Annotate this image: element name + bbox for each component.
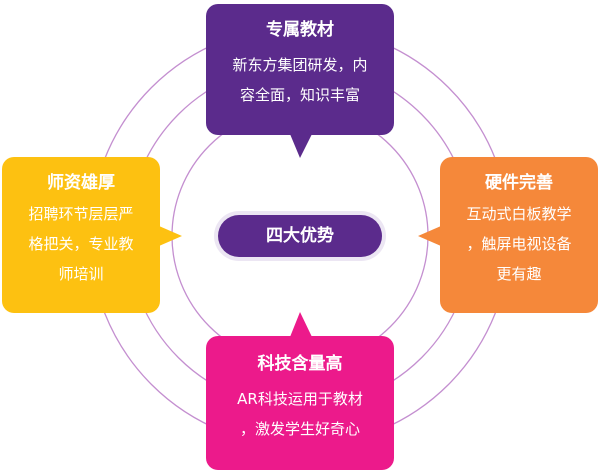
bottom-card-pointer	[290, 312, 312, 337]
left-card-pointer	[159, 226, 182, 246]
desc-line: 招聘环节层层严	[28, 205, 134, 223]
center-label: 四大优势	[218, 215, 382, 257]
card-complete-hardware: 硬件完善 互动式白板教学 ，触屏电视设备 更有趣	[440, 157, 598, 313]
card-strong-faculty: 师资雄厚 招聘环节层层严 格把关，专业教 师培训	[2, 157, 160, 313]
card-description: 互动式白板教学 ，触屏电视设备 更有趣	[440, 199, 598, 289]
card-title: 师资雄厚	[47, 173, 115, 193]
desc-line: 互动式白板教学	[466, 205, 572, 223]
desc-line: 格把关，专业教	[28, 235, 134, 253]
desc-line: 新东方集团研发，内	[232, 56, 368, 74]
card-title: 硬件完善	[485, 173, 553, 193]
top-card-pointer	[290, 134, 312, 158]
card-title: 科技含量高	[257, 354, 343, 374]
desc-line: ，触屏电视设备	[466, 235, 572, 253]
desc-line: 更有趣	[496, 265, 542, 283]
card-description: 新东方集团研发，内 容全面，知识丰富	[206, 50, 394, 110]
desc-line: AR科技运用于教材	[237, 390, 363, 408]
card-high-tech: 科技含量高 AR科技运用于教材 ，激发学生好奇心	[206, 336, 394, 470]
right-card-pointer	[418, 226, 441, 246]
desc-line: 师培训	[58, 265, 104, 283]
desc-line: ，激发学生好奇心	[239, 420, 360, 438]
desc-line: 容全面，知识丰富	[239, 86, 360, 104]
card-title: 专属教材	[266, 20, 334, 40]
card-description: 招聘环节层层严 格把关，专业教 师培训	[2, 199, 160, 289]
card-description: AR科技运用于教材 ，激发学生好奇心	[206, 384, 394, 444]
card-exclusive-materials: 专属教材 新东方集团研发，内 容全面，知识丰富	[206, 4, 394, 135]
